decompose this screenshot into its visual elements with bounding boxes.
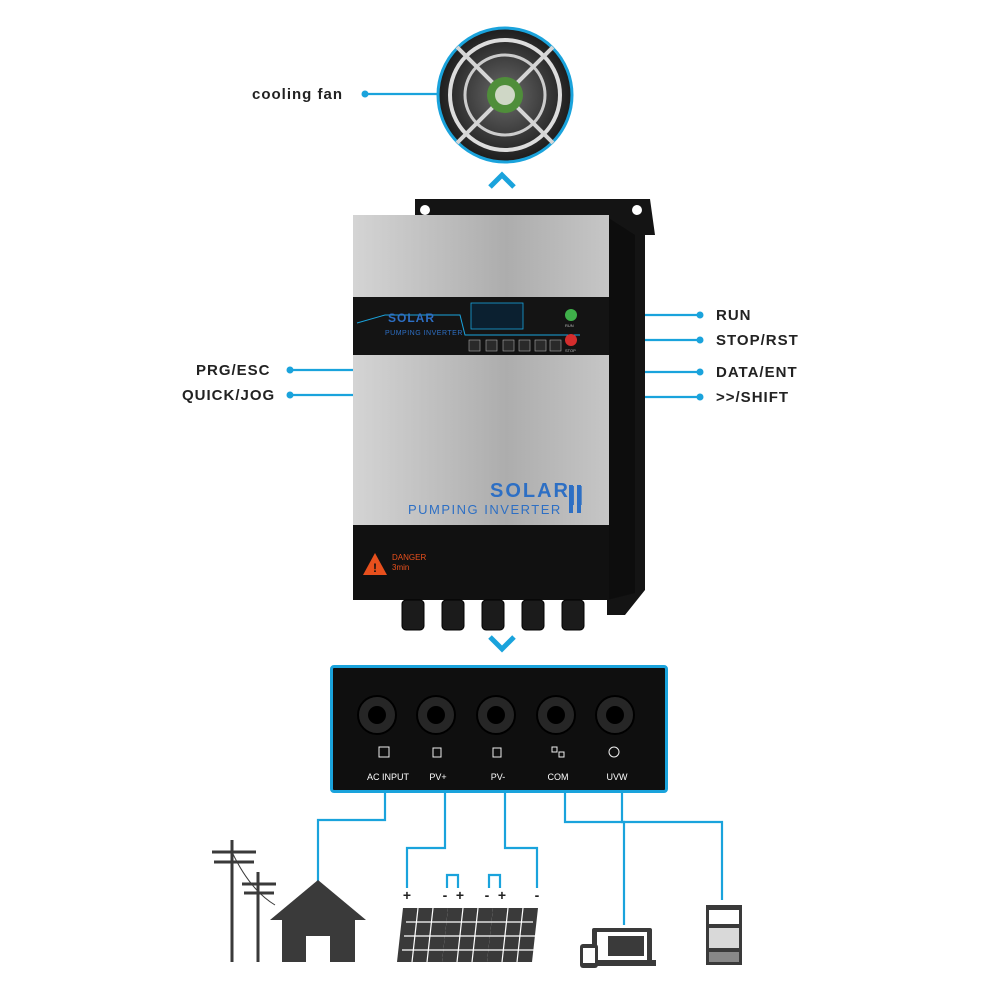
port-ac-input-label: AC INPUT: [366, 772, 409, 782]
chevron-up-icon: [488, 171, 516, 189]
up-key: [502, 339, 515, 352]
brand-small: SOLAR: [388, 311, 435, 325]
quick-jog-key: [485, 339, 498, 352]
brand-big-sub: PUMPING INVERTER: [408, 502, 562, 517]
shift-label: >>/SHIFT: [716, 389, 790, 406]
prg-esc-key: [468, 339, 481, 352]
run-tag: RUN: [565, 323, 574, 328]
run-key: [565, 309, 577, 321]
shift-key: [534, 339, 547, 352]
brand-mark: II: [568, 480, 584, 511]
port-uvw-label: UVW: [606, 772, 628, 782]
port-com-label: COM: [547, 772, 569, 782]
port-pv-plus-label: PV+: [429, 772, 447, 782]
inverter-device: !: [353, 199, 655, 631]
jumper-1: [445, 873, 460, 888]
pv-minus-wire: [503, 790, 539, 888]
data-ent-key: [549, 339, 562, 352]
stop-tag: STOP: [565, 348, 576, 353]
stop-rst-label: STOP/RST: [716, 332, 799, 349]
svg-text:!: !: [373, 561, 377, 575]
data-ent-label: DATA/ENT: [716, 364, 798, 381]
run-label: RUN: [716, 307, 752, 324]
stop-key: [565, 334, 577, 346]
chevron-down-icon: [488, 635, 516, 653]
quick-jog-label: QUICK/JOG: [182, 387, 276, 404]
danger-title: DANGER: [392, 553, 427, 562]
cooling-fan-label: cooling fan: [252, 86, 343, 103]
ac-wire: [316, 790, 387, 888]
danger-time: 3min: [392, 563, 410, 572]
brand-big: SOLAR: [490, 480, 570, 502]
prg-esc-label: PRG/ESC: [196, 362, 271, 379]
pv-plus-wire: [405, 790, 447, 888]
com-wire: [563, 790, 626, 925]
jumper-2: [487, 873, 502, 888]
down-key: [518, 339, 531, 352]
port-panel: AC INPUT PV+ PV- COM UVW: [330, 665, 668, 793]
brand-small-sub: PUMPING INVERTER: [385, 330, 463, 337]
cooling-fan: [436, 26, 574, 164]
port-pv-minus-label: PV-: [490, 772, 506, 782]
uvw-wire: [620, 790, 724, 900]
